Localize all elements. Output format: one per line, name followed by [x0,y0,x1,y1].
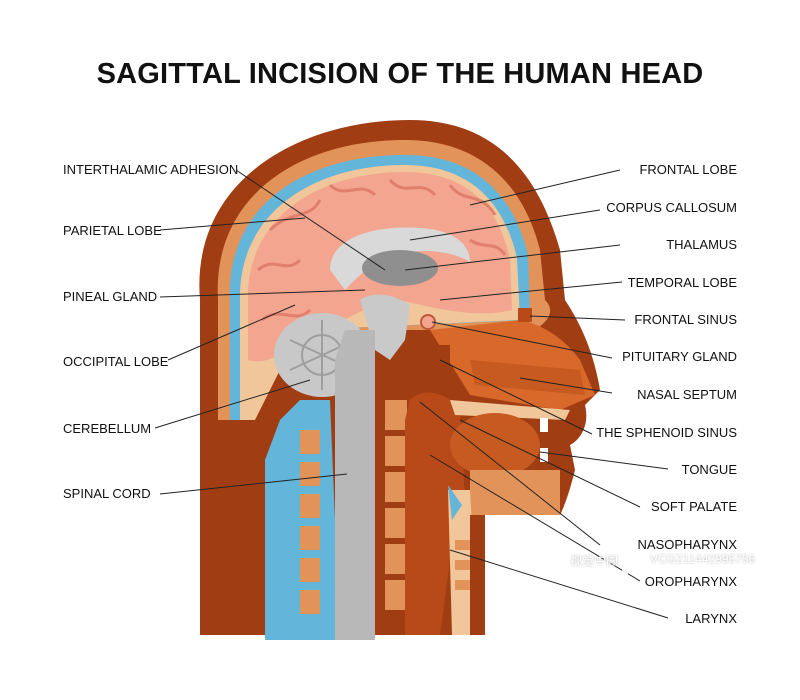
label-pineal-gland: PINEAL GLAND [63,289,158,304]
label-occipital-lobe: OCCIPITAL LOBE [63,354,169,369]
lower-jaw [470,470,560,515]
vertebral-bodies [385,400,407,610]
label-corpus-callosum: CORPUS CALLOSUM [606,200,737,215]
label-cerebellum: CEREBELLUM [63,421,152,436]
label-frontal-sinus: FRONTAL SINUS [634,312,737,327]
brain-gyri [257,178,507,322]
frontal-sinus [518,308,532,322]
tongue [450,413,540,477]
epiglottis [448,485,462,520]
label-oropharynx: OROPHARYNX [644,574,737,589]
spinal-cord [335,330,375,640]
pharynx [405,392,465,635]
page-title: SAGITTAL INCISION OF THE HUMAN HEAD [96,58,704,90]
label-parietal-lobe: PARIETAL LOBE [63,223,162,238]
pituitary-gland [420,314,436,330]
sphenoid-sinus [425,345,450,367]
nasal-septum [470,360,585,395]
watermark-brand: 视觉中国 [570,554,619,568]
tracheal-rings [455,540,473,590]
label-spinal-cord: SPINAL CORD [63,486,151,501]
teeth [540,418,548,462]
label-pituitary-gland: PITUITARY GLAND [622,349,737,364]
label-larynx: LARYNX [685,611,737,626]
label-interthalamic-adhesion: INTERTHALAMIC ADHESION [63,162,239,177]
label-tongue: TONGUE [681,462,737,477]
watermark: 视觉中国 VCG211442995756 [570,535,800,585]
watermark-logo-icon [604,539,646,581]
label-temporal-lobe: TEMPORAL LOBE [627,275,737,290]
label-thalamus: THALAMUS [666,237,737,252]
watermark-code: VCG211442995756 [650,552,756,566]
label-nasal-septum: NASAL SEPTUM [637,387,737,402]
label-soft-palate: SOFT PALATE [651,499,737,514]
vertebrae [300,430,320,614]
neck-front [470,515,485,635]
label-sphenoid-sinus: THE SPHENOID SINUS [596,425,737,440]
thalamus [362,250,438,286]
label-frontal-lobe: FRONTAL LOBE [639,162,737,177]
corpus-callosum [330,227,470,290]
label-nasopharynx: NASOPHARYNX [637,537,737,552]
leader-lines [154,169,669,619]
spinal-canal [265,400,340,640]
brainstem [360,294,410,360]
